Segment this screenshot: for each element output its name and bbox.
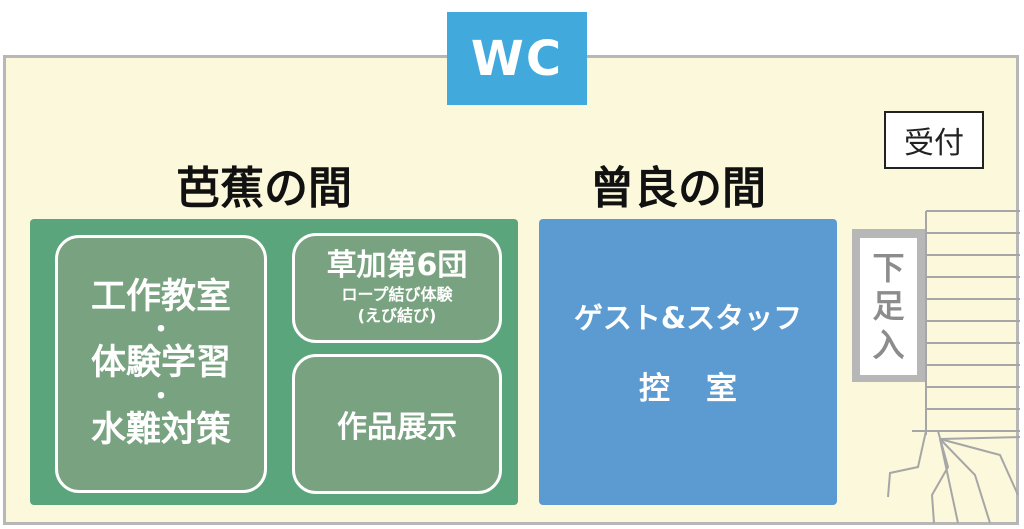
stairs-diagram (887, 210, 1021, 524)
shoes-char-2: 足 (872, 287, 905, 326)
booth-workshop-dot-1: ・ (147, 314, 174, 345)
booth-soka-team: 草加第6団 ロープ結び体験 (えび結び) (292, 233, 502, 343)
room-title-basho: 芭蕉の間 (176, 163, 352, 214)
booth-team-sub-2: (えび結び) (357, 306, 437, 326)
stair-fan (939, 438, 959, 524)
wc-label: WC (470, 30, 564, 87)
wc-sign: WC (447, 12, 587, 105)
room-sora: ゲスト&スタッフ 控室 (539, 219, 837, 505)
reception-sign: 受付 (884, 111, 984, 169)
booth-exhibition-label: 作品展示 (337, 410, 457, 445)
shoes-char-1: 下 (872, 248, 905, 287)
booth-team-title: 草加第6団 (326, 248, 468, 284)
booth-team-sub-1: ロープ結び体験 (341, 284, 453, 304)
room-sora-label: ゲスト&スタッフ (573, 300, 803, 335)
stair-fan (939, 438, 991, 524)
reception-label: 受付 (904, 126, 964, 161)
booth-workshop-line-2: 体験学習 (90, 343, 231, 384)
shoes-area: 下 足 入 (860, 238, 917, 375)
booth-workshop-line-3: 水難対策 (90, 410, 231, 451)
stair-fan (939, 436, 1021, 440)
booth-workshop-line-1: 工作教室 (90, 276, 231, 317)
booth-workshop: 工作教室 ・ 体験学習 ・ 水難対策 (55, 235, 267, 493)
booth-exhibition: 作品展示 (292, 354, 502, 494)
booth-workshop-dot-2: ・ (147, 381, 174, 412)
room-title-sora: 曾良の間 (590, 163, 766, 214)
stair-fan (939, 438, 1019, 496)
stair-rail (887, 430, 928, 498)
shoes-char-3: 入 (872, 325, 905, 364)
room-sora-sub: 控室 (639, 370, 773, 407)
